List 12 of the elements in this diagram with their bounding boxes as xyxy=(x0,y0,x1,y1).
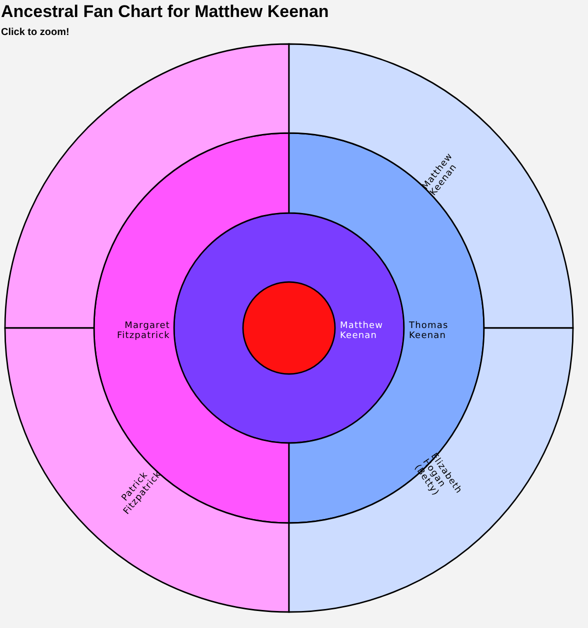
center-circle xyxy=(243,282,335,374)
fan-sector xyxy=(289,44,573,328)
person-name: Margaret Fitzpatrick xyxy=(116,321,170,341)
zoom-hint: Click to zoom! xyxy=(1,27,70,38)
fan-sector xyxy=(289,328,573,612)
fan-sector xyxy=(5,328,289,612)
person-name: Matthew Keenan xyxy=(340,321,384,341)
fan-sector xyxy=(94,133,289,523)
fan-sector xyxy=(5,44,289,328)
fan-sector xyxy=(289,133,484,523)
person-name: Thomas Keenan xyxy=(409,321,450,341)
chart-title: Ancestral Fan Chart for Matthew Keenan xyxy=(1,2,329,22)
